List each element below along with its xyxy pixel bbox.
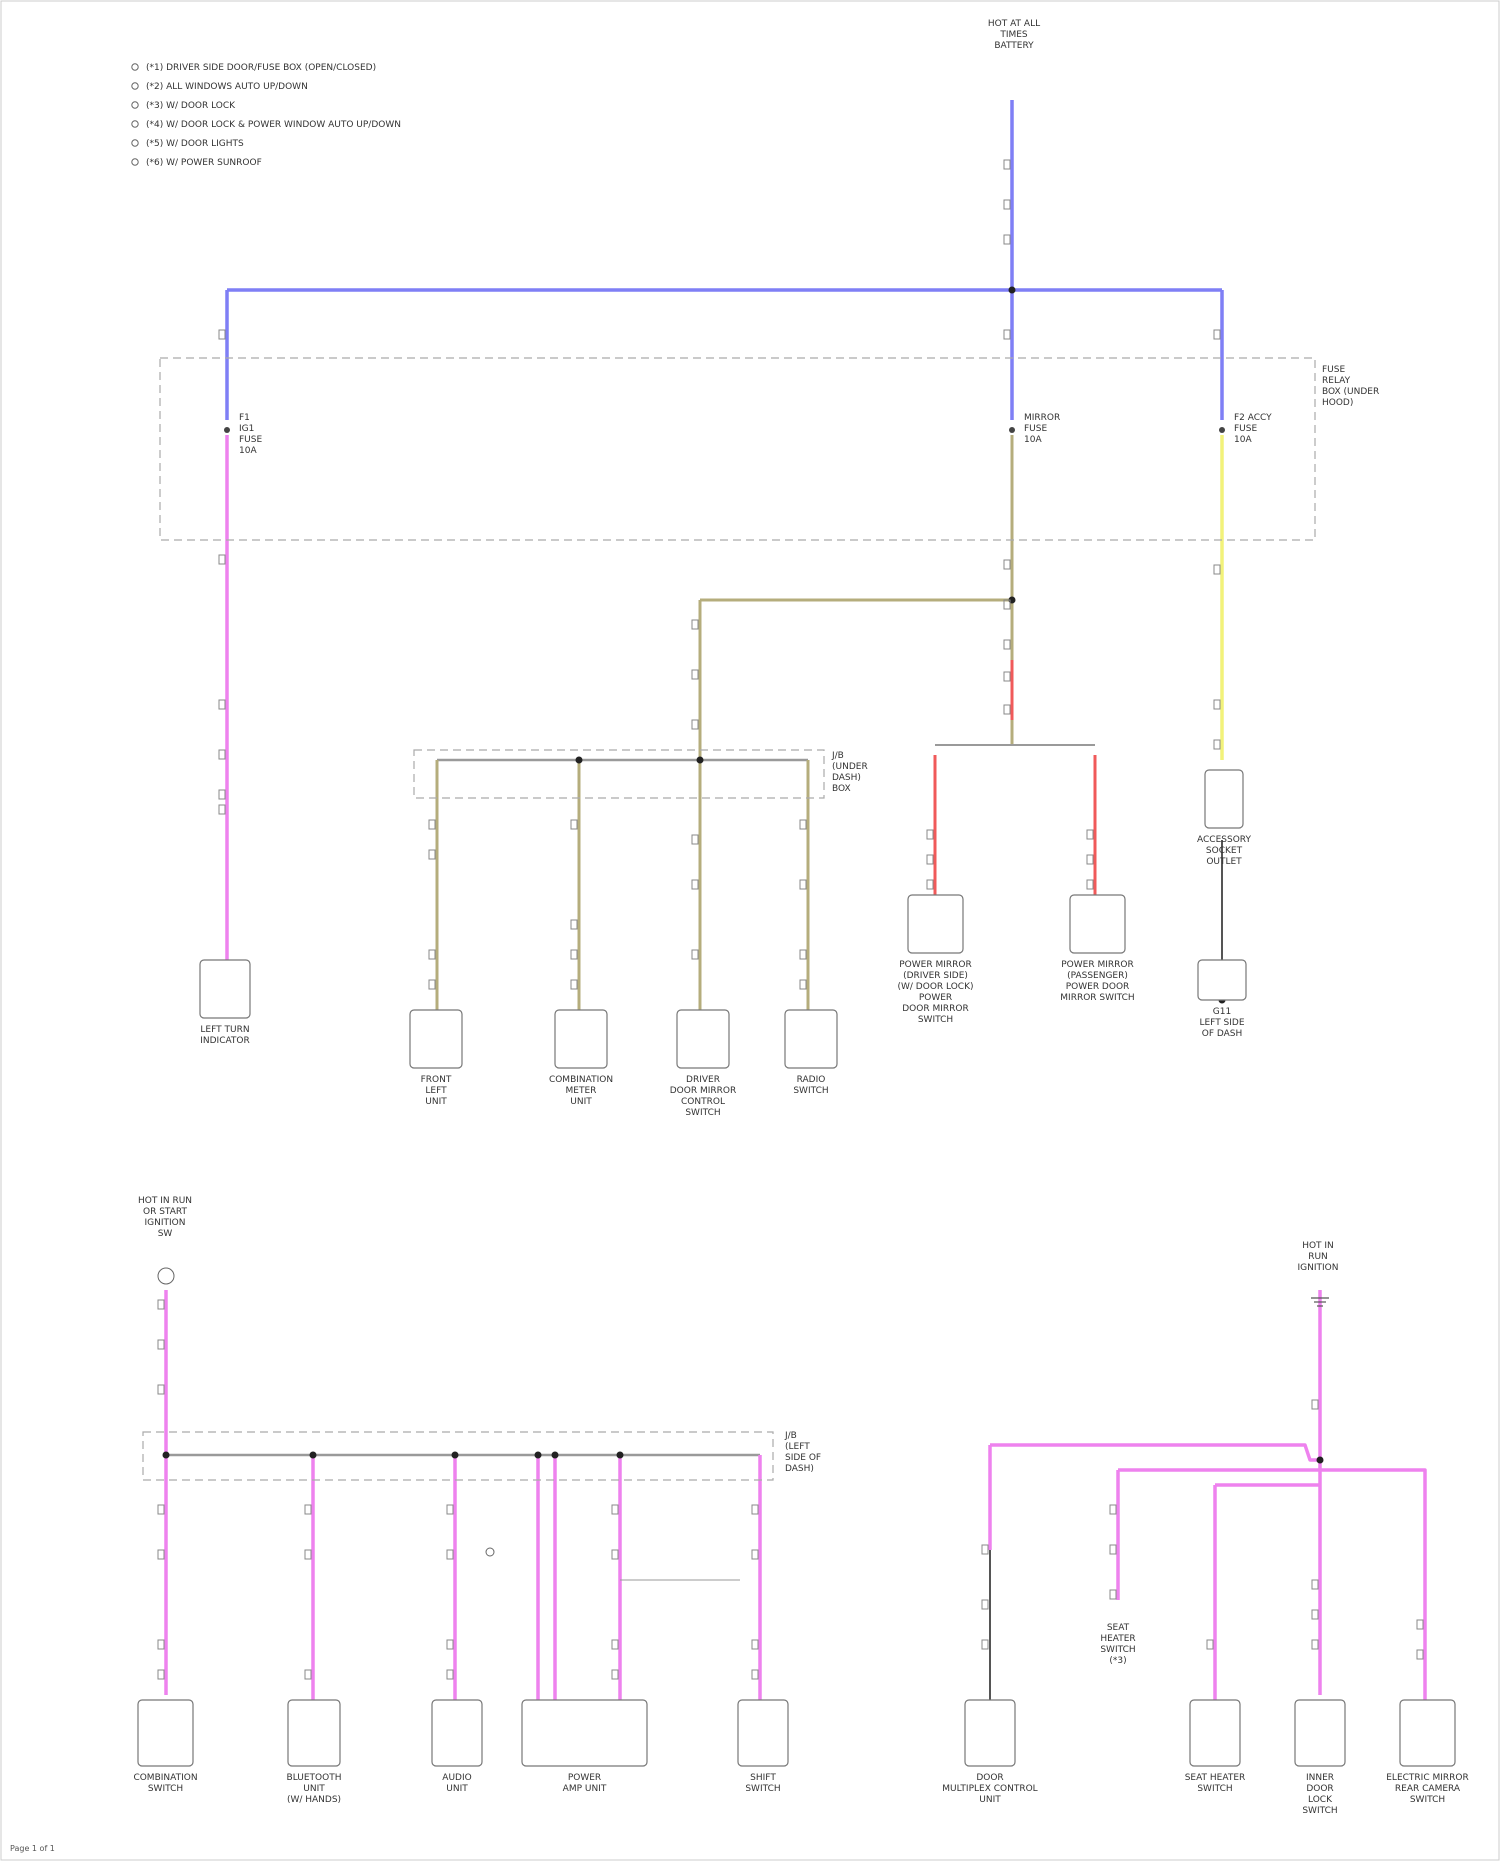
shift-switch-label: SHIFTSWITCH xyxy=(745,1773,780,1794)
legend-item: (*3) W/ DOOR LOCK xyxy=(146,101,236,111)
combination-switch xyxy=(138,1700,193,1766)
electric-mirror-switch xyxy=(1400,1700,1455,1766)
accessory-socket xyxy=(1205,770,1243,828)
splice-dot xyxy=(1317,1457,1324,1464)
front-left-unit xyxy=(410,1010,462,1068)
splice-dot xyxy=(452,1452,459,1459)
left-turn-indicator xyxy=(200,960,250,1018)
page-footer: Page 1 of 1 xyxy=(10,1844,55,1853)
power-mirror-passenger xyxy=(1070,895,1125,953)
legend-item: (*6) W/ POWER SUNROOF xyxy=(146,158,262,168)
seat-heater-switch xyxy=(1190,1700,1240,1766)
power-amp-unit xyxy=(522,1700,647,1766)
fuse-contact xyxy=(1009,427,1015,433)
ground-g11 xyxy=(1198,960,1246,1000)
shift-switch xyxy=(738,1700,788,1766)
splice-dot xyxy=(617,1452,624,1459)
power-mirror-passenger-label: POWER MIRROR(PASSENGER)POWER DOORMIRROR … xyxy=(1060,960,1134,1003)
door-mirror-control-switch xyxy=(677,1010,729,1068)
legend-item: (*2) ALL WINDOWS AUTO UP/DOWN xyxy=(146,82,308,92)
combination-meter xyxy=(555,1010,607,1068)
power-mirror-driver xyxy=(908,895,963,953)
bluetooth-unit xyxy=(288,1700,340,1766)
legend-item: (*5) W/ DOOR LIGHTS xyxy=(146,139,244,149)
audio-unit xyxy=(432,1700,482,1766)
splice-dot xyxy=(697,757,704,764)
splice-dot xyxy=(310,1452,317,1459)
legend-item: (*4) W/ DOOR LOCK & POWER WINDOW AUTO UP… xyxy=(146,120,401,130)
radio-switch-label: RADIOSWITCH xyxy=(793,1075,828,1096)
splice-dot xyxy=(552,1452,559,1459)
splice-dot xyxy=(1009,287,1016,294)
inner-door-lock-switch xyxy=(1295,1700,1345,1766)
legend-item: (*1) DRIVER SIDE DOOR/FUSE BOX (OPEN/CLO… xyxy=(146,63,376,73)
door-multiplex-unit xyxy=(965,1700,1015,1766)
splice-dot xyxy=(576,757,583,764)
fuse-contact xyxy=(1219,427,1225,433)
audio-unit-label: AUDIOUNIT xyxy=(442,1773,471,1794)
radio-switch xyxy=(785,1010,837,1068)
fuse-contact xyxy=(224,427,230,433)
splice-dot xyxy=(163,1452,170,1459)
splice-dot xyxy=(535,1452,542,1459)
